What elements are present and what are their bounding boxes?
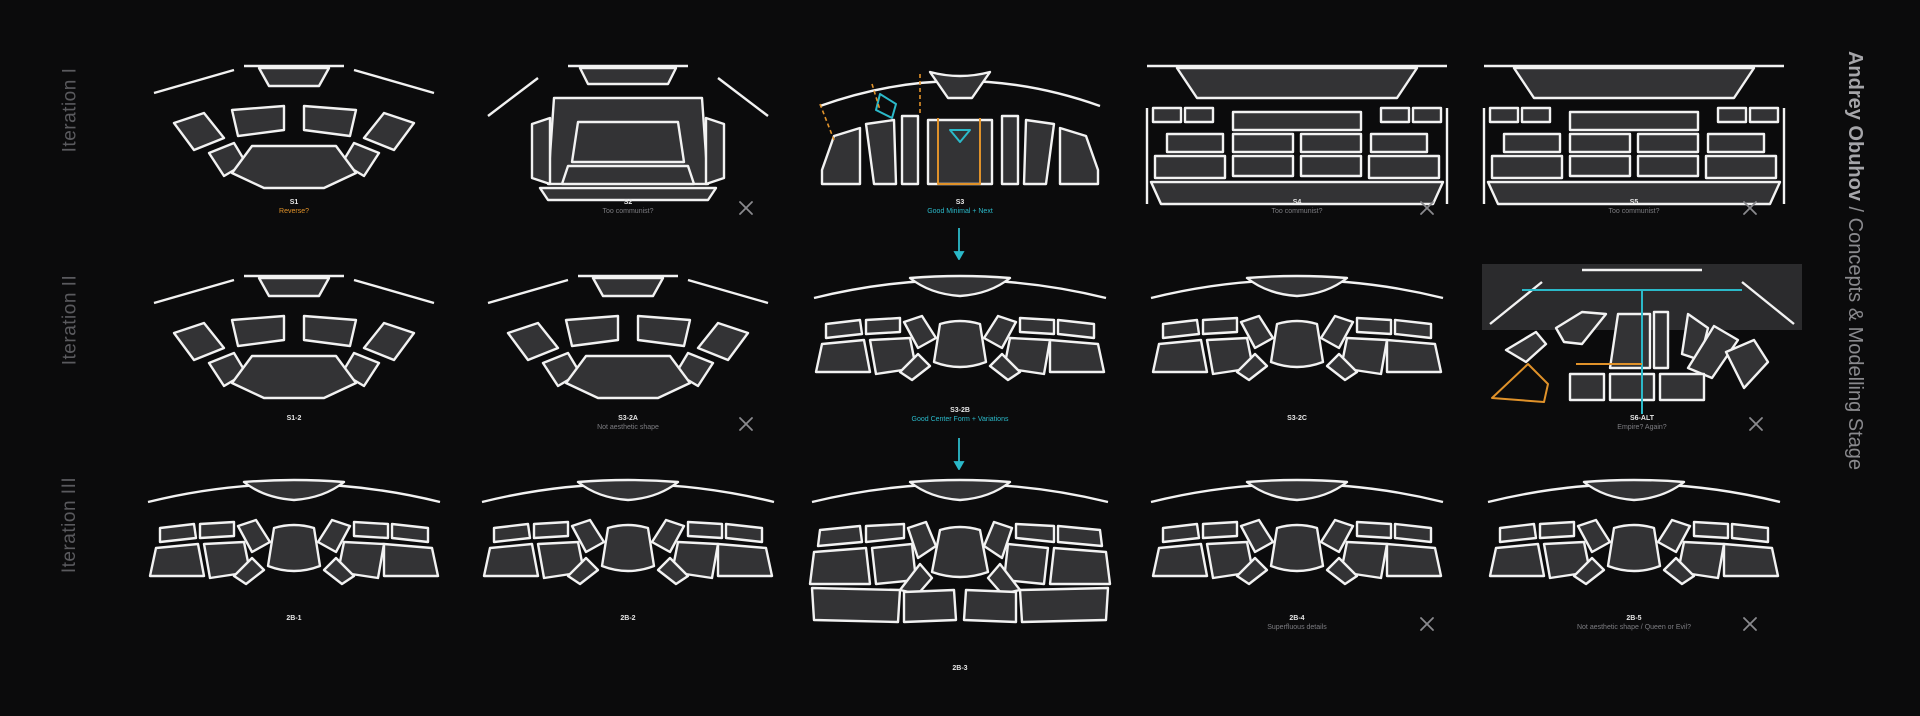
close-icon bbox=[1420, 201, 1434, 215]
concept-sketch bbox=[1145, 64, 1449, 206]
concept-code: S4 bbox=[1292, 199, 1302, 206]
concept-code: S3-2B bbox=[950, 407, 970, 414]
concept-note: Not aesthetic shape / Queen or Evil? bbox=[1576, 624, 1691, 631]
concept-note: Superfluous details bbox=[1267, 624, 1327, 631]
iteration-label-2: Iteration II bbox=[59, 274, 80, 366]
concept-note: Too communist? bbox=[1608, 208, 1660, 215]
title-separator: / bbox=[1844, 200, 1867, 218]
page-title: Andrey Obuhov / Concepts & Modelling Sta… bbox=[1830, 50, 1880, 469]
concept-note: Empire? Again? bbox=[1617, 424, 1667, 431]
author-name: Andrey Obuhov bbox=[1844, 50, 1867, 201]
concept-sketch bbox=[1149, 478, 1445, 586]
concept-note: Good Minimal + Next bbox=[927, 208, 993, 215]
concept-s3-2a: S3-2A Not aesthetic shape bbox=[468, 268, 788, 468]
concept-sketch bbox=[152, 64, 436, 190]
concept-code: S3-2A bbox=[618, 415, 638, 422]
concept-code: S3-2C bbox=[1287, 415, 1307, 422]
concept-sketch bbox=[146, 478, 442, 586]
close-icon bbox=[739, 417, 753, 431]
concept-code: 2B-4 bbox=[1289, 615, 1305, 622]
concept-sketch bbox=[1480, 262, 1804, 416]
concept-sketch bbox=[1486, 478, 1782, 586]
concept-code: S6-ALT bbox=[1630, 415, 1654, 422]
concept-code: S1 bbox=[289, 199, 299, 206]
concept-code: 2B-2 bbox=[620, 615, 636, 622]
concept-s1-2: S1-2 bbox=[134, 268, 454, 468]
title-subtitle: Concepts & Modelling Stage bbox=[1844, 217, 1867, 470]
iteration-label-1: Iteration I bbox=[59, 67, 80, 153]
concept-note: Reverse? bbox=[279, 208, 309, 215]
arrow-down-icon bbox=[954, 228, 964, 260]
concept-note: Not aesthetic shape bbox=[597, 424, 659, 431]
concept-note: Too communist? bbox=[1271, 208, 1323, 215]
concept-code: S3 bbox=[955, 199, 965, 206]
concept-s6-alt: S6-ALT Empire? Again? bbox=[1480, 262, 1804, 464]
concept-code: 2B-3 bbox=[952, 665, 968, 672]
concept-sketch bbox=[812, 274, 1108, 382]
concept-sketch bbox=[486, 274, 770, 400]
concept-note: Too communist? bbox=[602, 208, 654, 215]
concept-sketch bbox=[808, 478, 1112, 624]
concept-2b-3: 2B-3 bbox=[800, 472, 1120, 672]
concept-sketch bbox=[818, 70, 1102, 186]
close-icon bbox=[1749, 417, 1763, 431]
close-icon bbox=[1743, 617, 1757, 631]
close-icon bbox=[739, 201, 753, 215]
concept-sketch bbox=[1482, 64, 1786, 206]
concept-2b-1: 2B-1 bbox=[134, 472, 454, 672]
concept-sketch bbox=[486, 64, 770, 202]
concept-code: S5 bbox=[1629, 199, 1639, 206]
concept-code: S2 bbox=[623, 199, 633, 206]
close-icon bbox=[1420, 617, 1434, 631]
concept-2b-2: 2B-2 bbox=[468, 472, 788, 672]
concept-s3-2b: S3-2B Good Center Form + Variations bbox=[800, 268, 1120, 468]
arrow-down-icon bbox=[954, 438, 964, 470]
concept-code: 2B-1 bbox=[286, 615, 302, 622]
concept-sketch bbox=[480, 478, 776, 586]
concept-code: 2B-5 bbox=[1626, 615, 1642, 622]
iteration-label-3: Iteration III bbox=[59, 476, 80, 574]
concept-s3-2c: S3-2C bbox=[1137, 268, 1457, 468]
concept-code: S1-2 bbox=[286, 415, 302, 422]
concept-sketch bbox=[1149, 274, 1445, 382]
concept-sketch bbox=[152, 274, 436, 400]
close-icon bbox=[1743, 201, 1757, 215]
concept-note: Good Center Form + Variations bbox=[911, 416, 1009, 423]
